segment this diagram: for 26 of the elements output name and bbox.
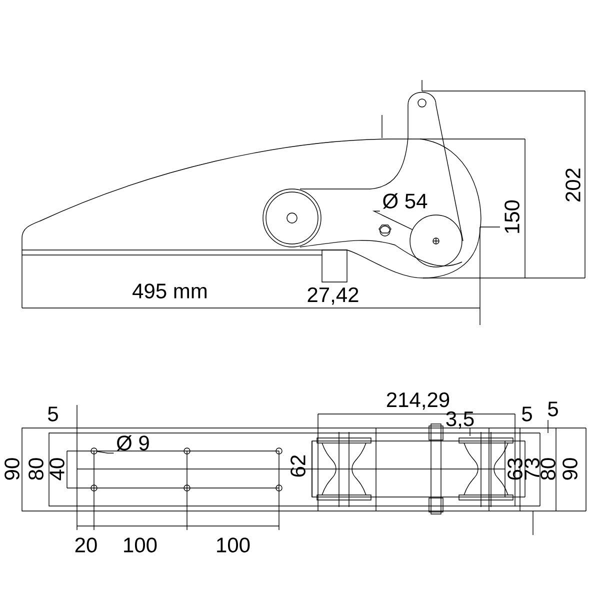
dimension-label: 27,42	[308, 287, 358, 305]
dimension-label: 214,29	[386, 392, 450, 410]
leader-line	[372, 210, 413, 230]
dimension-label: 62	[290, 455, 306, 477]
dimension-label: 90	[562, 458, 578, 480]
dimension-label: 3,5	[446, 411, 474, 429]
dimension-label: 80	[540, 458, 556, 480]
dimension-label: 90	[4, 458, 20, 480]
leader-line	[96, 451, 114, 454]
dimension-label: 20	[75, 538, 97, 552]
dimension-label: 150	[504, 200, 520, 233]
dimension-label: 5	[48, 406, 58, 422]
dimension-label: Ø 9	[116, 435, 149, 451]
dimension-label: 40	[50, 458, 64, 480]
dimension-label: 5	[548, 402, 558, 416]
dimension-label: 100	[217, 538, 250, 552]
dimension-label: Ø 54	[382, 193, 428, 209]
bolt-hole	[90, 448, 98, 454]
dimension-label: 202	[566, 168, 580, 202]
dimension-label: 73	[524, 458, 540, 480]
roller-circle	[410, 214, 462, 268]
dimension-label: 80	[28, 458, 44, 480]
dimension-label: 495 mm	[132, 284, 206, 298]
dimension-label: 5	[522, 406, 532, 422]
dimension-label: 63	[508, 458, 522, 480]
dimension-label: 100	[124, 538, 157, 552]
